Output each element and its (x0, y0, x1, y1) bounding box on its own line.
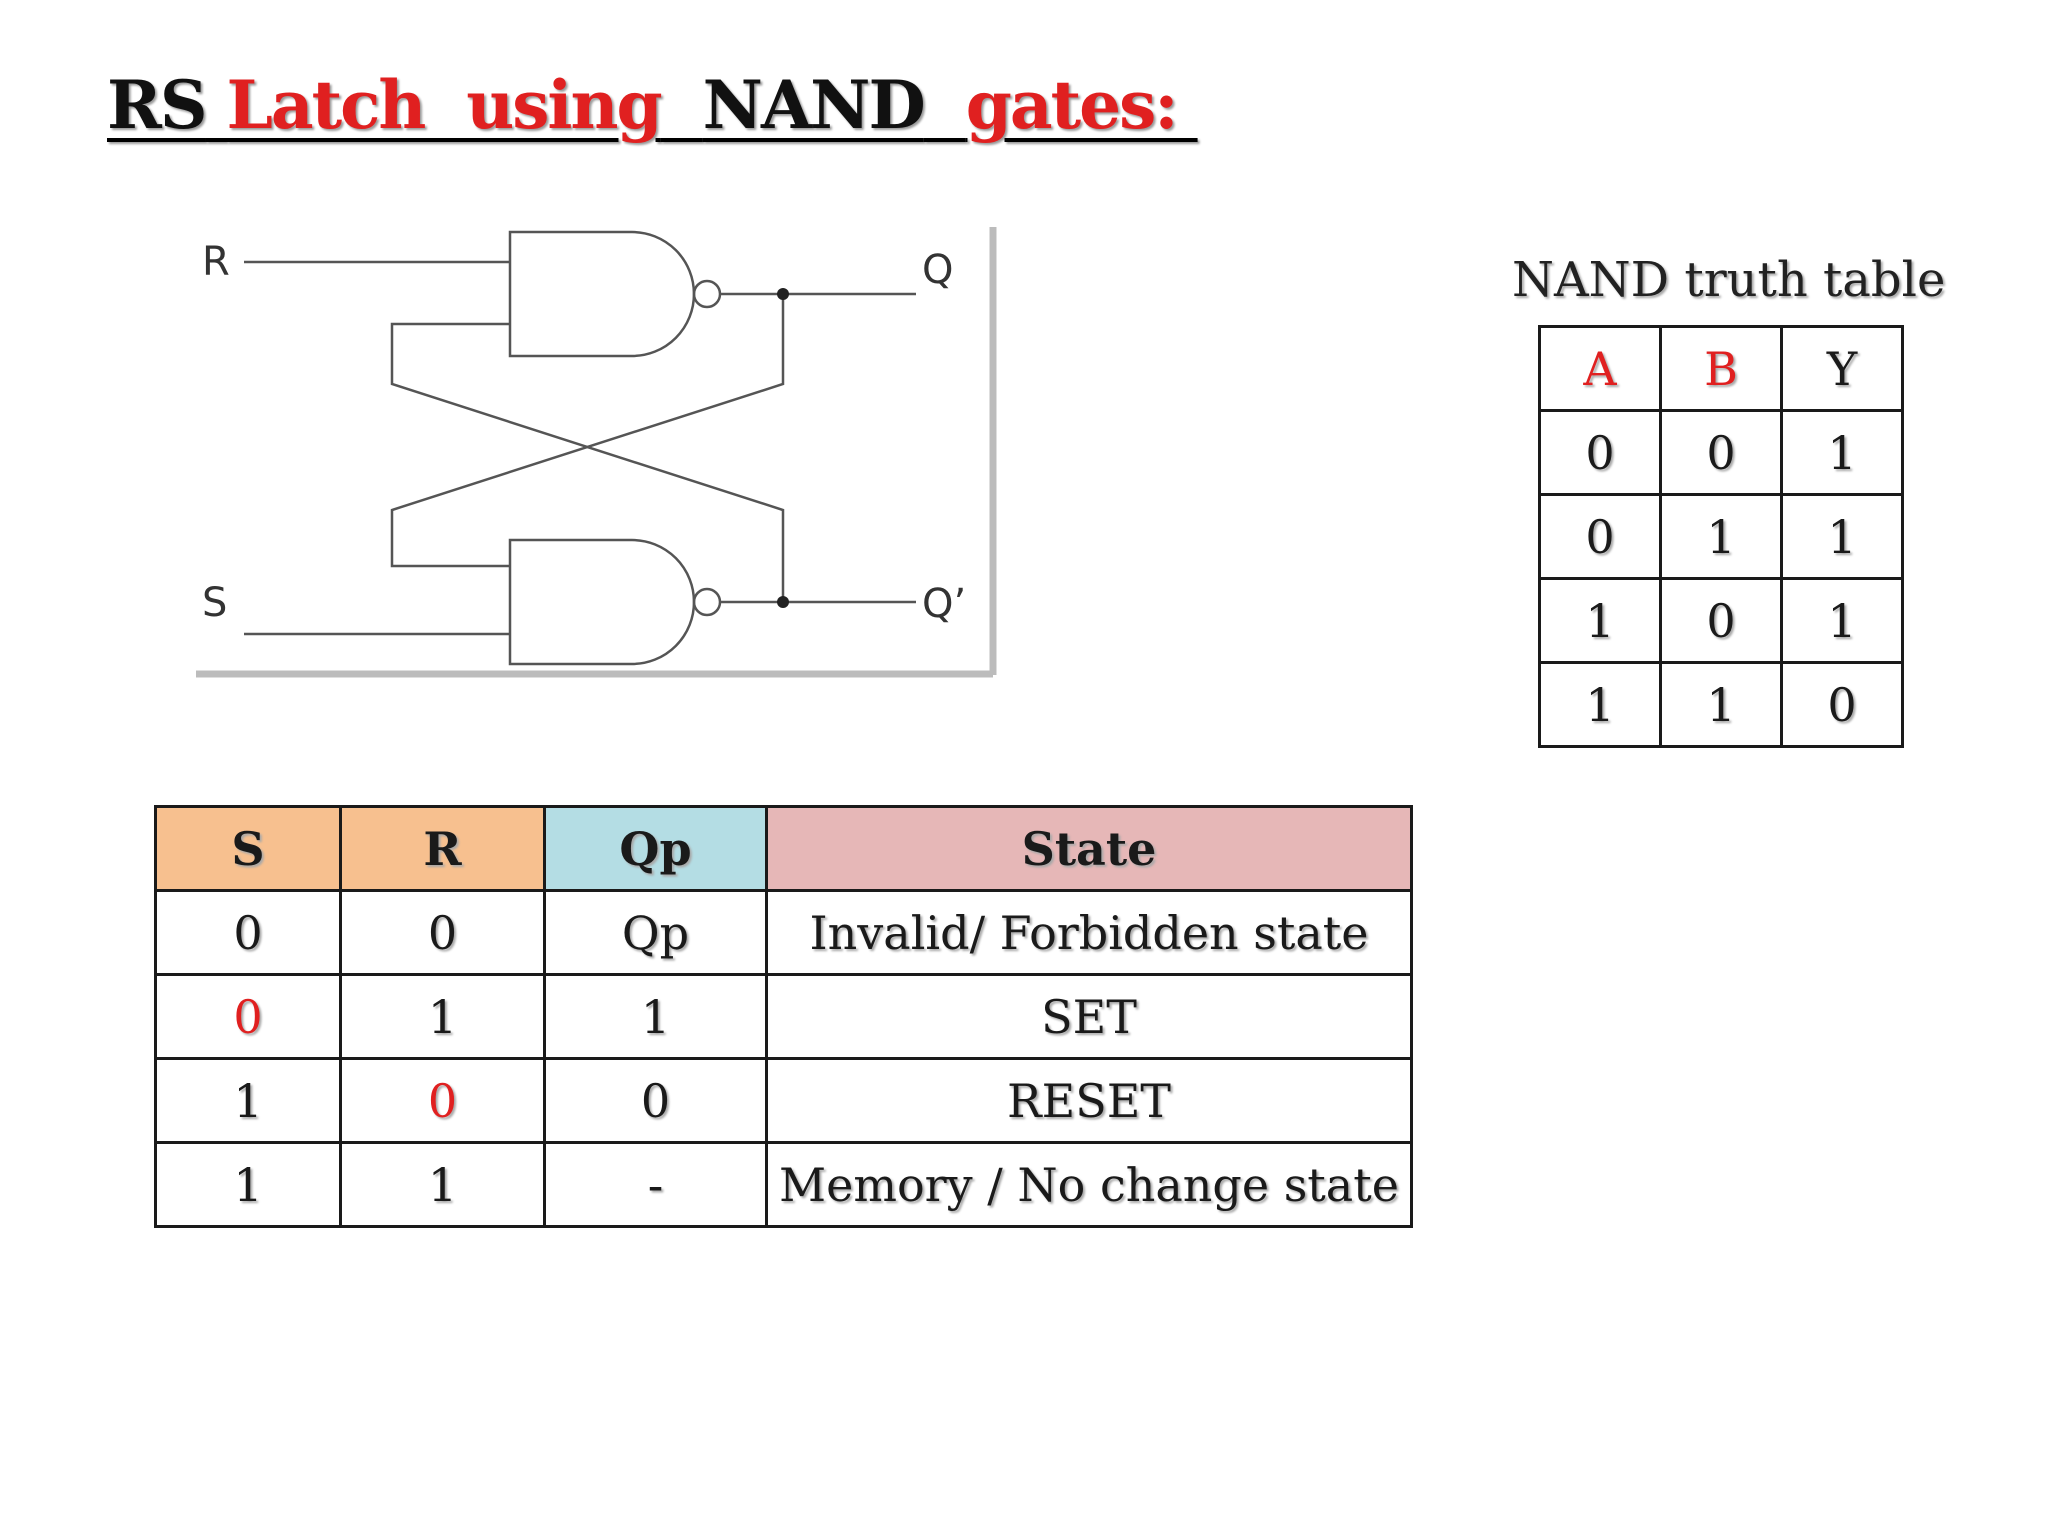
cell-s: 0 (154, 973, 342, 1060)
table-row: 0 0 1 (1538, 409, 1904, 496)
cell-state: Invalid/ Forbidden state (765, 889, 1413, 976)
title-part-gates: gates: (965, 66, 1198, 144)
table-header-row: S R Qp State (154, 805, 1413, 892)
nand-truth-table-caption: NAND truth table (1512, 252, 1946, 308)
table-header-row: A B Y (1538, 325, 1904, 412)
cell-a: 0 (1538, 409, 1662, 496)
cell-qp: - (543, 1141, 768, 1228)
cell-b: 1 (1659, 661, 1783, 748)
label-s: S (202, 580, 227, 626)
table-row: 0 1 1 SET (154, 973, 1413, 1060)
page-title: RS Latch using NAND gates: (107, 66, 1198, 144)
table-row: 0 1 1 (1538, 493, 1904, 580)
cell-qp: Qp (543, 889, 768, 976)
cell-b: 0 (1659, 577, 1783, 664)
junction-dot-q (777, 288, 789, 300)
cell-y: 1 (1780, 409, 1904, 496)
cell-s: 1 (154, 1057, 342, 1144)
table-row: 1 1 0 (1538, 661, 1904, 748)
cell-state: RESET (765, 1057, 1413, 1144)
title-part-nand: NAND (702, 66, 926, 144)
table-row: 1 1 - Memory / No change state (154, 1141, 1413, 1228)
cell-r: 1 (339, 973, 546, 1060)
cell-state: SET (765, 973, 1413, 1060)
cell-r: 0 (339, 1057, 546, 1144)
cell-y: 1 (1780, 493, 1904, 580)
label-r: R (202, 239, 230, 285)
rs-latch-circuit-diagram: R S Q Q’ (196, 222, 997, 678)
table-row: 0 0 Qp Invalid/ Forbidden state (154, 889, 1413, 976)
wire-feedback-qbar-to-top-gate (390, 322, 785, 602)
nand-truth-table: A B Y 0 0 1 0 1 1 1 0 1 1 1 0 (1538, 325, 1904, 748)
cell-state: Memory / No change state (765, 1141, 1413, 1228)
title-part-latch-using: Latch using (226, 66, 663, 144)
rs-latch-state-table: S R Qp State 0 0 Qp Invalid/ Forbidden s… (154, 805, 1413, 1228)
cell-b: 0 (1659, 409, 1783, 496)
junction-dot-qbar (777, 596, 789, 608)
cell-a: 0 (1538, 493, 1662, 580)
table-row: 1 0 0 RESET (154, 1057, 1413, 1144)
cell-qp: 1 (543, 973, 768, 1060)
cell-y: 1 (1780, 577, 1904, 664)
title-part-rs: RS (107, 66, 208, 144)
header-y: Y (1780, 325, 1904, 412)
header-s: S (154, 805, 342, 892)
header-r: R (339, 805, 546, 892)
cell-y: 0 (1780, 661, 1904, 748)
label-q-bar: Q’ (922, 581, 966, 627)
table-row: 1 0 1 (1538, 577, 1904, 664)
cell-b: 1 (1659, 493, 1783, 580)
cell-a: 1 (1538, 577, 1662, 664)
cell-qp: 0 (543, 1057, 768, 1144)
wire-feedback-q-to-bottom-gate (390, 294, 785, 568)
header-a: A (1538, 325, 1662, 412)
cell-a: 1 (1538, 661, 1662, 748)
header-state: State (765, 805, 1413, 892)
cell-r: 1 (339, 1141, 546, 1228)
header-qp: Qp (543, 805, 768, 892)
cell-r: 0 (339, 889, 546, 976)
cell-s: 0 (154, 889, 342, 976)
cell-s: 1 (154, 1141, 342, 1228)
header-b: B (1659, 325, 1783, 412)
label-q: Q (922, 247, 953, 293)
